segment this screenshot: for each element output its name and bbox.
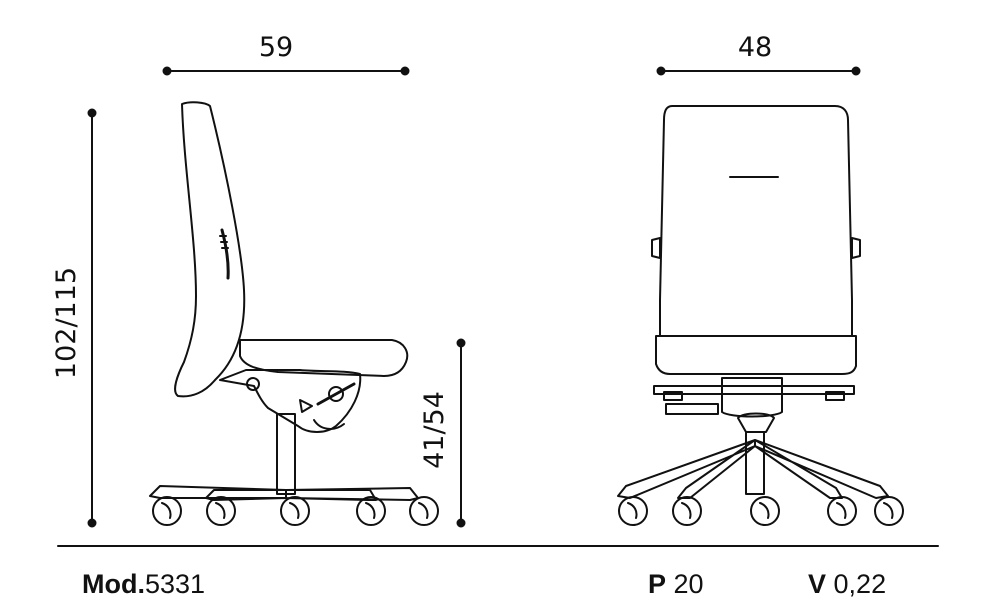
v-value: 0,22 — [833, 569, 887, 599]
packaging-v: V 0,22 — [808, 568, 886, 600]
mechanism-side — [219, 369, 362, 433]
dimension-height-total: 102/115 — [51, 108, 97, 528]
dimension-label-41-54: 41/54 — [419, 391, 450, 469]
dimension-label-48: 48 — [738, 32, 772, 63]
seat-front — [655, 335, 857, 375]
dimension-width-front: 48 — [656, 32, 861, 76]
base-legs-front — [617, 439, 889, 499]
seat-side — [239, 339, 409, 377]
model-value: 5331 — [144, 569, 206, 599]
backrest-front — [659, 105, 853, 337]
chair-side-view — [149, 101, 439, 526]
mechanism-bar-front — [653, 385, 855, 395]
gas-lift-side — [276, 413, 296, 495]
mechanism-front — [721, 377, 783, 418]
dimension-label-59: 59 — [259, 32, 293, 63]
dimension-label-102-115: 102/115 — [51, 267, 82, 379]
dimension-width-side: 59 — [162, 32, 410, 76]
casters-front — [618, 496, 904, 526]
casters-side — [152, 496, 439, 526]
backrest-side — [174, 101, 246, 398]
model-number: Mod.5331 — [82, 568, 205, 600]
lumbar-adjuster — [220, 228, 230, 280]
p-label: P — [648, 569, 667, 599]
gas-lift-front — [745, 431, 765, 495]
v-label: V — [808, 569, 827, 599]
model-label: Mod. — [82, 569, 145, 599]
chair-front-view — [617, 105, 904, 526]
packaging-p: P 20 — [648, 568, 704, 600]
base-legs-side — [149, 485, 419, 501]
p-value: 20 — [673, 569, 704, 599]
dimension-height-seat: 41/54 — [419, 338, 466, 528]
